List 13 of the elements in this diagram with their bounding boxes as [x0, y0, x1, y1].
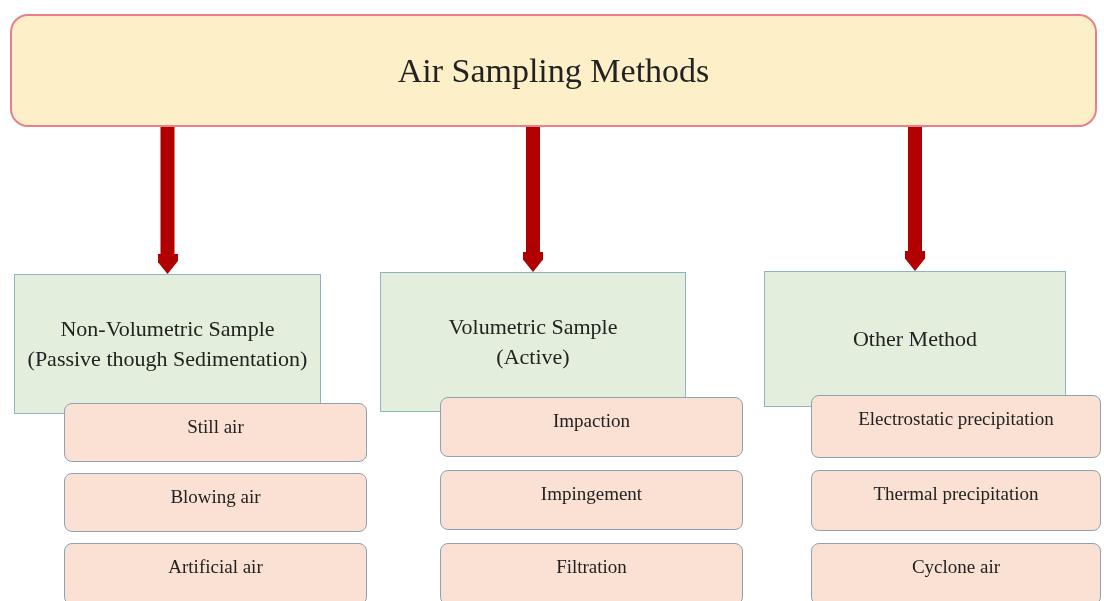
method-box: Impaction: [440, 397, 743, 457]
method-box: Electrostatic precipitation: [811, 395, 1101, 458]
method-box: Artificial air: [64, 543, 367, 601]
category-box: Non-Volumetric Sample (Passive though Sedimentation): [14, 274, 321, 414]
category-box: Other Method: [764, 271, 1066, 407]
title-box: Air Sampling Methods: [10, 14, 1097, 127]
method-box: Blowing air: [64, 473, 367, 532]
method-box: Impingement: [440, 470, 743, 530]
method-box: Cyclone air: [811, 543, 1101, 601]
method-box: Filtration: [440, 543, 743, 601]
method-box: Thermal precipitation: [811, 470, 1101, 531]
method-box: Still air: [64, 403, 367, 462]
category-box: Volumetric Sample (Active): [380, 272, 686, 412]
